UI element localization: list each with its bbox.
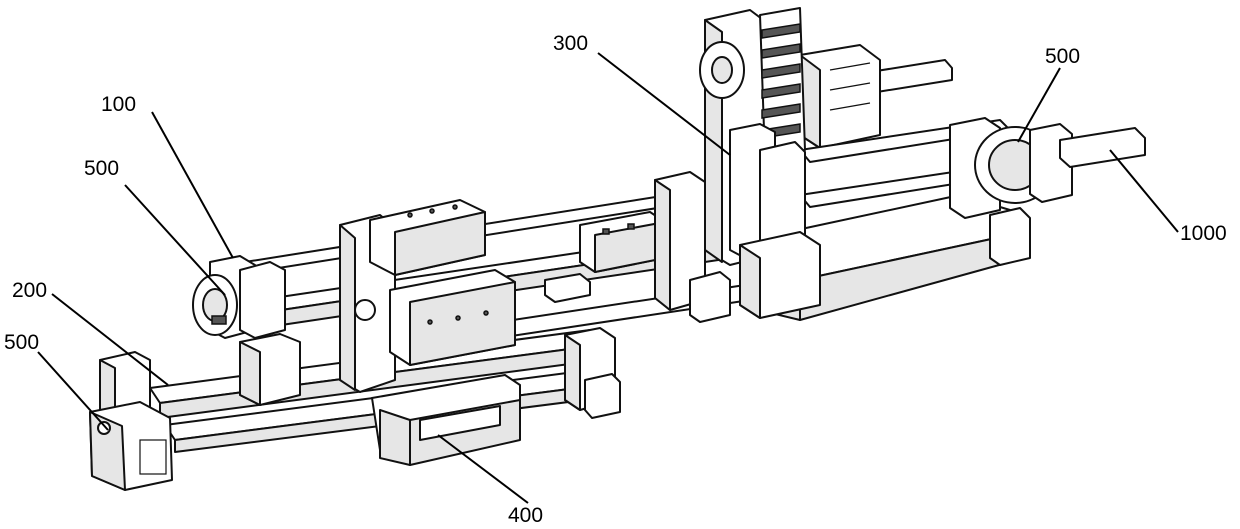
leader-500-lower-left [38,352,108,430]
label-400: 400 [508,504,543,527]
label-1000: 1000 [1180,222,1227,245]
label-500-upper-left: 500 [84,157,119,180]
label-100: 100 [101,93,136,116]
reference-numerals: 100 500 200 500 400 300 500 1000 [4,32,1227,527]
leader-1000 [1110,150,1178,232]
leader-500-upper-left [125,185,225,295]
label-500-right: 500 [1045,45,1080,68]
label-500-lower-left: 500 [4,331,39,354]
leader-100 [152,112,233,258]
label-200: 200 [12,279,47,302]
label-300: 300 [553,32,588,55]
